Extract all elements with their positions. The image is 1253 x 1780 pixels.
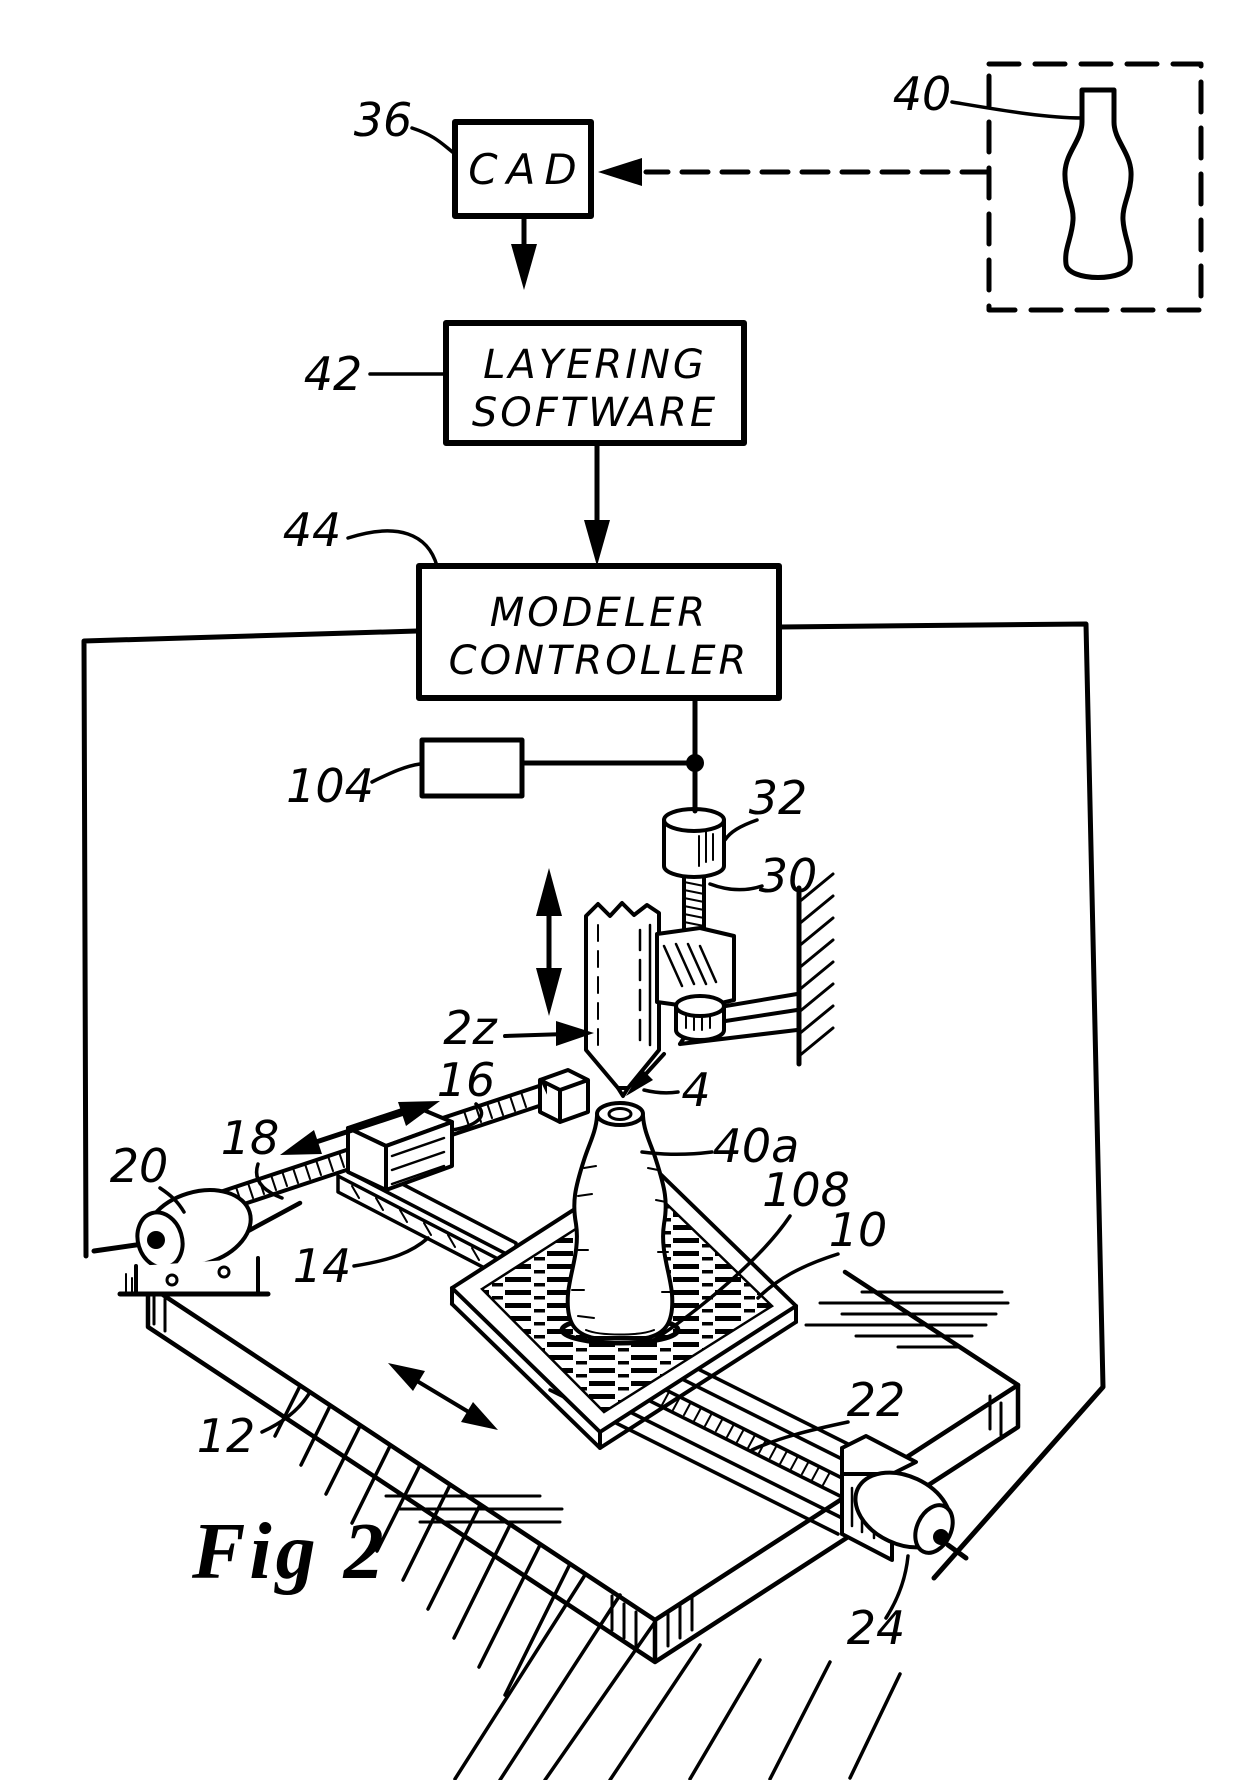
base-corner-hatching bbox=[152, 1290, 1003, 1648]
x-bearing-bracket bbox=[538, 1068, 590, 1124]
ref-18: 18 bbox=[221, 1111, 280, 1165]
wall-hatching bbox=[797, 872, 835, 1058]
support-arm bbox=[678, 992, 799, 1046]
backdrop-panel bbox=[81, 621, 1106, 1581]
junction-dot bbox=[686, 754, 704, 772]
bottle-striations bbox=[571, 1165, 673, 1336]
figure-caption: Fig 2 bbox=[191, 1508, 388, 1596]
z-screw-threads bbox=[683, 881, 705, 935]
ref-44: 44 bbox=[283, 503, 342, 557]
ref-104: 104 bbox=[286, 759, 374, 813]
ref-2z: 2z bbox=[443, 1001, 497, 1055]
ref-20: 20 bbox=[110, 1139, 169, 1193]
ref-40a: 40a bbox=[713, 1119, 800, 1173]
ref-16: 16 bbox=[437, 1053, 496, 1107]
aux-box bbox=[419, 737, 525, 799]
z-motor bbox=[662, 807, 726, 879]
x-travel-arrow bbox=[280, 1101, 440, 1155]
screw-foot bbox=[674, 994, 726, 1042]
ref-36: 36 bbox=[354, 93, 413, 147]
y-motor bbox=[853, 1470, 969, 1561]
ref-22: 22 bbox=[847, 1373, 906, 1427]
clamp bbox=[655, 926, 736, 1010]
dispensing-head bbox=[584, 901, 661, 1098]
controller-box-line1: MODELER bbox=[490, 590, 708, 636]
base-surface-shading bbox=[384, 1290, 1010, 1524]
ref-10: 10 bbox=[829, 1203, 888, 1257]
bottle-icon bbox=[1062, 87, 1134, 280]
extruder-assembly bbox=[536, 807, 835, 1098]
cad-to-layering-arrow bbox=[511, 215, 537, 290]
reference-labels: 36 40 42 44 104 32 30 2z 4 16 18 20 14 4… bbox=[110, 67, 1084, 1655]
ref-42: 42 bbox=[304, 347, 363, 401]
controller-box bbox=[416, 563, 782, 701]
x-lead-screw-assembly bbox=[91, 1068, 590, 1297]
x-carriage-block bbox=[346, 1104, 454, 1192]
ref-14: 14 bbox=[293, 1239, 352, 1293]
y-travel-arrow bbox=[388, 1363, 498, 1430]
partial-bottle-object bbox=[559, 1101, 681, 1346]
layering-box bbox=[443, 320, 747, 446]
ref-40: 40 bbox=[893, 67, 952, 121]
y-motor-shaft bbox=[933, 1529, 949, 1545]
controller-drop-line bbox=[518, 695, 698, 814]
x-motor bbox=[91, 1188, 271, 1297]
build-platform bbox=[450, 1101, 798, 1450]
object-to-cad-arrow bbox=[598, 158, 991, 186]
cad-box-label: CAD bbox=[468, 145, 585, 194]
controller-box-line2: CONTROLLER bbox=[449, 638, 750, 684]
ground-hatching bbox=[273, 1384, 902, 1780]
ref-4: 4 bbox=[681, 1063, 710, 1117]
z-travel-arrow bbox=[536, 868, 562, 1016]
x-motor-shaft bbox=[147, 1231, 165, 1249]
layering-box-line2: SOFTWARE bbox=[472, 390, 718, 436]
ref-108: 108 bbox=[762, 1163, 850, 1217]
layering-to-controller-arrow bbox=[584, 442, 610, 566]
ref-32: 32 bbox=[749, 771, 808, 825]
layering-box-line1: LAYERING bbox=[483, 342, 707, 388]
flowchart: CAD LAYERING SOFTWARE MODELER CONTROLLER bbox=[416, 61, 1204, 814]
head-pointer-arrow bbox=[503, 1021, 594, 1046]
ref-12: 12 bbox=[197, 1409, 256, 1463]
ref-24: 24 bbox=[847, 1601, 906, 1655]
ref-30: 30 bbox=[759, 849, 818, 903]
